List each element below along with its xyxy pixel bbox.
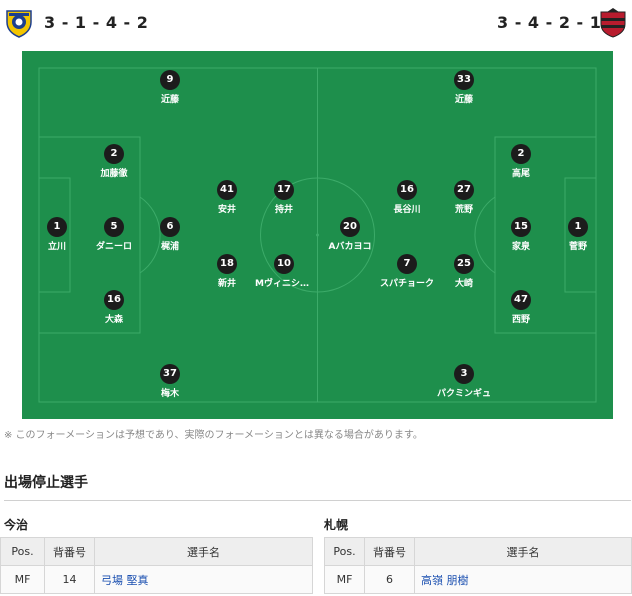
player-marker[interactable]: 1 立川 <box>12 217 102 252</box>
sapporo-crest-icon <box>600 8 626 38</box>
player-marker[interactable]: 41 安井 <box>182 180 272 215</box>
cell-number: 6 <box>364 565 415 594</box>
player-number: 33 <box>454 70 474 90</box>
player-number: 10 <box>274 254 294 274</box>
player-marker[interactable]: 16 長谷川 <box>362 180 452 215</box>
suspension-table-away: Pos. 背番号 選手名 MF 6 高嶺 朋樹 <box>324 537 632 594</box>
cell-pos: MF <box>0 565 45 594</box>
player-name: 持井 <box>274 205 293 215</box>
player-number: 1 <box>568 217 588 237</box>
player-link[interactable]: 高嶺 朋樹 <box>414 565 632 594</box>
player-name: 加藤徹 <box>100 169 128 179</box>
player-link[interactable]: 弓場 堅真 <box>94 565 313 594</box>
column-header-number: 背番号 <box>364 537 415 566</box>
player-name: 菅野 <box>568 242 587 252</box>
player-name: 荒野 <box>454 205 473 215</box>
player-marker[interactable]: 16 大森 <box>69 290 159 325</box>
player-marker[interactable]: 10 Mヴィニシウス <box>239 254 329 289</box>
formation-header: 3 - 1 - 4 - 2 3 - 4 - 2 - 1 <box>0 0 632 46</box>
player-number: 15 <box>511 217 531 237</box>
cell-pos: MF <box>324 565 365 594</box>
player-marker[interactable]: 37 梅木 <box>125 364 215 399</box>
player-name: 高尾 <box>511 169 530 179</box>
player-number: 17 <box>274 180 294 200</box>
player-marker[interactable]: 7 スパチョーク <box>362 254 452 289</box>
player-number: 20 <box>340 217 360 237</box>
player-number: 37 <box>160 364 180 384</box>
suspension-table-home: Pos. 背番号 選手名 MF 14 弓場 堅真 <box>0 537 313 594</box>
formation-disclaimer: ※ このフォーメーションは予想であり、実際のフォーメーションとは異なる場合があり… <box>4 430 423 441</box>
player-marker[interactable]: 15 家泉 <box>476 217 566 252</box>
team-label-away: 札幌 <box>324 518 349 532</box>
formation-pitch: 9 近藤 2 加藤徹 41 安井 17 持井 1 立川 5 ダニーロ 6 梶浦 … <box>22 51 613 419</box>
player-marker[interactable]: 33 近藤 <box>419 70 509 105</box>
player-number: 16 <box>104 290 124 310</box>
section-divider <box>4 500 631 501</box>
cell-number: 14 <box>44 565 95 594</box>
player-number: 6 <box>160 217 180 237</box>
player-number: 47 <box>511 290 531 310</box>
player-number: 7 <box>397 254 417 274</box>
player-name: 梅木 <box>160 389 179 399</box>
player-marker[interactable]: 6 梶浦 <box>125 217 215 252</box>
player-marker[interactable]: 3 パクミンギュ <box>419 364 509 399</box>
player-name: Mヴィニシウス <box>255 279 313 289</box>
player-marker[interactable]: 2 加藤徹 <box>69 144 159 179</box>
player-number: 2 <box>104 144 124 164</box>
table-header-row: Pos. 背番号 選手名 <box>0 537 313 566</box>
player-marker[interactable]: 27 荒野 <box>419 180 509 215</box>
team-label-home: 今治 <box>4 518 29 532</box>
player-name: 西野 <box>511 315 530 325</box>
player-marker[interactable]: 9 近藤 <box>125 70 215 105</box>
home-formation: 3 - 1 - 4 - 2 <box>44 13 149 32</box>
player-name: 大崎 <box>454 279 473 289</box>
player-number: 9 <box>160 70 180 90</box>
player-name: 梶浦 <box>160 242 179 252</box>
player-number: 5 <box>104 217 124 237</box>
player-name: 大森 <box>104 315 123 325</box>
player-name: 近藤 <box>454 95 473 105</box>
column-header-name: 選手名 <box>94 537 313 566</box>
player-marker[interactable]: 5 ダニーロ <box>69 217 159 252</box>
column-header-number: 背番号 <box>44 537 95 566</box>
table-header-row: Pos. 背番号 選手名 <box>324 537 632 566</box>
player-name: 近藤 <box>160 95 179 105</box>
player-name: Aバカヨコ <box>328 242 372 252</box>
player-number: 18 <box>217 254 237 274</box>
column-header-pos: Pos. <box>0 537 45 566</box>
player-marker[interactable]: 1 菅野 <box>533 217 623 252</box>
column-header-name: 選手名 <box>414 537 632 566</box>
away-formation: 3 - 4 - 2 - 1 <box>497 13 602 32</box>
player-marker[interactable]: 18 新井 <box>182 254 272 289</box>
player-marker[interactable]: 17 持井 <box>239 180 329 215</box>
table-row: MF 6 高嶺 朋樹 <box>324 565 632 594</box>
player-name: パクミンギュ <box>436 389 491 399</box>
section-title: 出場停止選手 <box>4 475 88 491</box>
column-header-pos: Pos. <box>324 537 365 566</box>
player-number: 2 <box>511 144 531 164</box>
player-number: 1 <box>47 217 67 237</box>
player-number: 3 <box>454 364 474 384</box>
player-number: 25 <box>454 254 474 274</box>
player-number: 27 <box>454 180 474 200</box>
player-marker[interactable]: 25 大崎 <box>419 254 509 289</box>
player-marker[interactable]: 47 西野 <box>476 290 566 325</box>
player-number: 41 <box>217 180 237 200</box>
imabari-crest-icon <box>6 10 32 38</box>
table-row: MF 14 弓場 堅真 <box>0 565 313 594</box>
player-marker[interactable]: 2 高尾 <box>476 144 566 179</box>
player-marker[interactable]: 20 Aバカヨコ <box>305 217 395 252</box>
player-number: 16 <box>397 180 417 200</box>
